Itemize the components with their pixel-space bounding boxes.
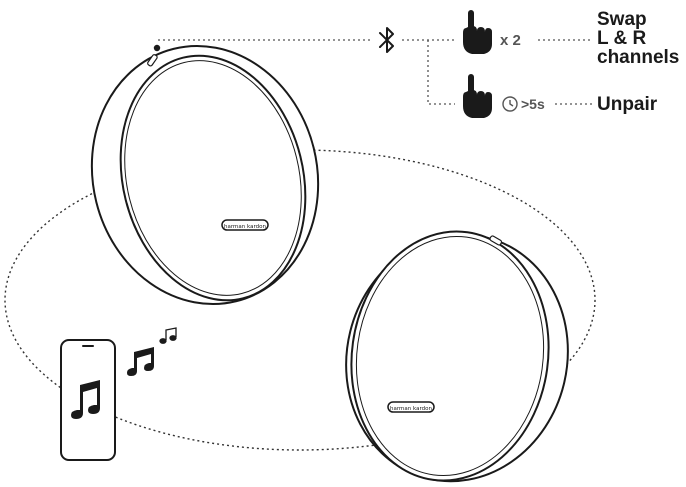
brand-label-right: harman kardon: [390, 406, 432, 412]
music-note-icon: [71, 380, 100, 419]
press-count-label: x 2: [500, 32, 521, 49]
smartphone-icon: [60, 339, 116, 461]
brand-badge-left: harman kardon: [221, 219, 269, 231]
music-note-icon: [127, 347, 154, 376]
swap-channels-label: Swap L & R channels: [597, 10, 679, 67]
speaker-right: harman kardon: [345, 230, 569, 483]
connector-dot: [153, 44, 161, 52]
bluetooth-icon: [379, 27, 394, 53]
swap-label-line-3: channels: [597, 47, 680, 68]
swap-label-line-2: L & R: [597, 28, 647, 49]
hold-duration-label: >5s: [521, 96, 545, 112]
speaker-left: harman kardon: [90, 44, 320, 306]
swap-label-line-1: Swap: [597, 9, 647, 30]
unpair-label: Unpair: [597, 94, 658, 115]
brand-label-left: harman kardon: [224, 224, 266, 230]
clock-icon: [502, 96, 518, 112]
brand-badge-right: harman kardon: [387, 401, 435, 413]
music-note-icon: [159, 327, 177, 344]
hand-press-icon: [463, 10, 492, 54]
hand-press-icon: [463, 74, 492, 118]
connector-lines: [158, 39, 592, 105]
